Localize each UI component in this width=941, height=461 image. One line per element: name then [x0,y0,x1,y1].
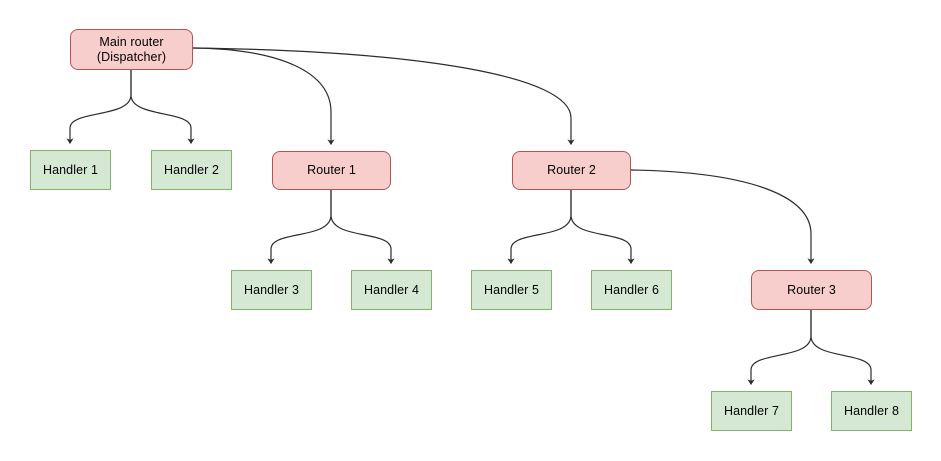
connector-router-2-to-handler-6 [570,189,635,265]
node-main-router[interactable]: Main router (Dispatcher) [70,29,193,70]
connector-main-router-to-router-2 [192,47,575,146]
node-label-handler-7: Handler 7 [723,403,780,418]
node-label-handler-5: Handler 5 [483,282,540,297]
connector-router-1-to-handler-3 [267,189,332,265]
node-router-1[interactable]: Router 1 [272,151,391,190]
node-router-3[interactable]: Router 3 [751,270,872,310]
connector-router-3-to-handler-7 [747,309,812,386]
connector-router-3-to-handler-8 [810,309,875,386]
node-label-handler-1: Handler 1 [42,162,99,177]
connector-main-router-to-handler-2 [130,69,195,145]
node-label-router-3: Router 3 [787,282,836,297]
node-label-router-2: Router 2 [547,163,596,177]
node-label-handler-2: Handler 2 [163,162,220,177]
node-handler-6[interactable]: Handler 6 [591,270,672,310]
node-handler-5[interactable]: Handler 5 [471,270,552,310]
node-label-handler-6: Handler 6 [603,282,660,297]
connector-main-router-to-router-1 [192,47,335,146]
node-handler-8[interactable]: Handler 8 [831,391,912,431]
node-handler-2[interactable]: Handler 2 [151,150,232,190]
node-label-router-1: Router 1 [307,163,356,177]
node-label-handler-4: Handler 4 [363,282,420,297]
connector-main-router-to-handler-1 [66,69,132,145]
connector-router-2-to-handler-5 [507,189,572,265]
node-label-handler-3: Handler 3 [243,282,300,297]
connector-router-1-to-handler-4 [330,189,395,265]
node-handler-4[interactable]: Handler 4 [351,270,432,310]
node-router-2[interactable]: Router 2 [512,151,631,190]
node-handler-3[interactable]: Handler 3 [231,270,312,310]
node-handler-1[interactable]: Handler 1 [30,150,111,190]
edge-group [66,47,875,386]
node-handler-7[interactable]: Handler 7 [711,391,792,431]
node-label-handler-8: Handler 8 [843,403,900,418]
node-label-main-router: Main router (Dispatcher) [96,34,167,64]
connector-router-2-to-router-3 [630,169,815,265]
